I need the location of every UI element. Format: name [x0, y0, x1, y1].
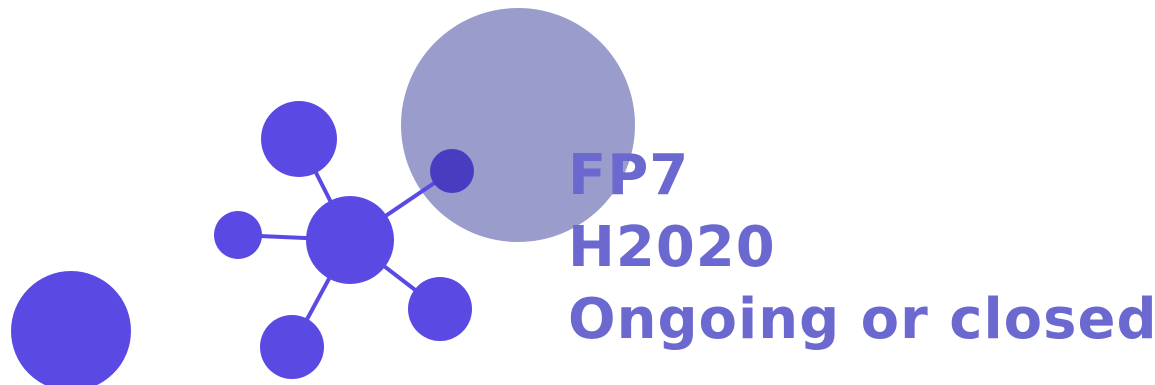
node-far-left	[11, 271, 131, 385]
program-list: FP7 H2020 Ongoing or closed	[568, 140, 1155, 356]
node-left	[214, 211, 262, 259]
node-right-top	[430, 149, 474, 193]
node-right-bottom	[408, 277, 472, 341]
program-fp7: FP7	[568, 143, 690, 208]
program-h2020: H2020	[568, 215, 776, 280]
program-status: Ongoing or closed	[568, 287, 1155, 352]
node-center	[306, 196, 394, 284]
node-bottom	[260, 315, 324, 379]
node-top	[261, 101, 337, 177]
